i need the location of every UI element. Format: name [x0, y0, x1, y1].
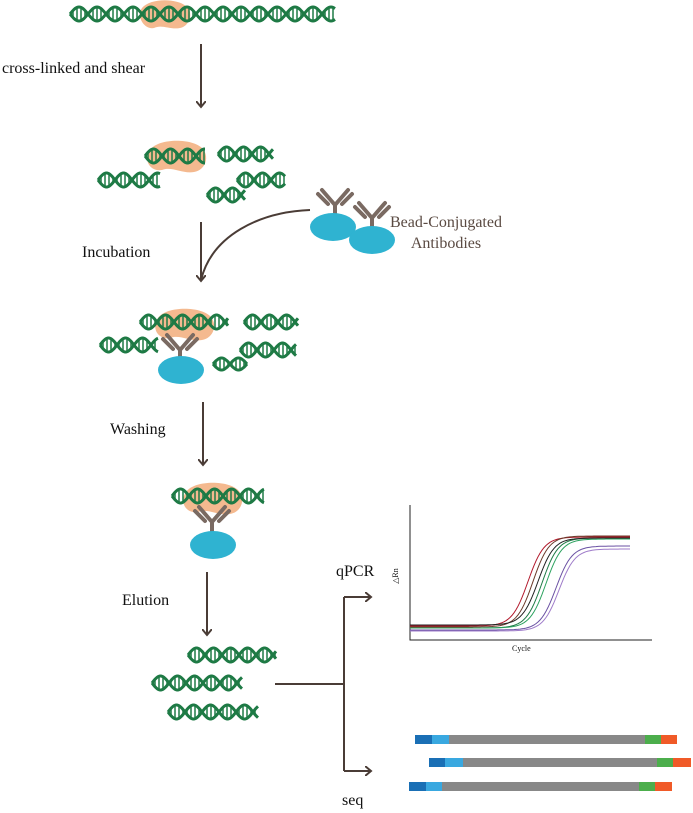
bead-icon	[158, 356, 204, 384]
read-segment	[463, 758, 657, 767]
amplification-curve	[410, 545, 630, 631]
read-segment	[429, 758, 445, 767]
antibody-icon	[316, 188, 391, 231]
bead-antibodies-group	[310, 188, 395, 254]
read-segment	[445, 758, 463, 767]
read-segment	[645, 735, 661, 744]
bead-icon	[190, 531, 236, 559]
read-segment	[639, 782, 655, 791]
bead-icon	[349, 226, 395, 254]
dna-strand	[96, 171, 161, 189]
dna-strand	[186, 646, 278, 664]
read-segment	[657, 758, 673, 767]
washed-complex-group	[170, 482, 265, 559]
dna-helix-icon	[238, 341, 298, 359]
plot-xlabel: Cycle	[512, 644, 531, 653]
dna-helix-icon	[235, 171, 287, 189]
amplification-curve	[410, 536, 630, 627]
dna-strand	[150, 674, 244, 692]
read-segment	[442, 782, 639, 791]
dna-strand	[138, 313, 230, 331]
read-segment	[426, 782, 442, 791]
dna-strand	[216, 145, 275, 163]
dna-helix-icon	[166, 703, 260, 721]
amplification-curve	[410, 535, 630, 628]
read-segment	[415, 735, 432, 744]
dna-strand	[216, 145, 275, 163]
dna-strand	[238, 341, 298, 359]
dna-strand	[150, 674, 244, 692]
amplification-curve	[410, 548, 630, 632]
dna-helix-icon	[216, 145, 275, 163]
dna-strand	[166, 703, 260, 721]
arrow-icon	[200, 209, 311, 281]
dna-strand	[68, 5, 336, 23]
read-segment	[655, 782, 672, 791]
dna-helix-icon	[68, 5, 336, 23]
dna-helix-icon	[143, 147, 205, 165]
antibody-label-line-1: Bead-Conjugated	[390, 214, 502, 231]
read-segment	[409, 782, 426, 791]
branch-arrows	[275, 597, 370, 771]
eluted-dna-group	[150, 646, 278, 721]
dna-strand	[170, 487, 265, 505]
read-segment	[661, 735, 677, 744]
step-label-elution: Elution	[122, 592, 170, 609]
branch-label-qpcr: qPCR	[336, 563, 375, 580]
dna-strand	[98, 336, 159, 354]
dna-helix-icon	[96, 171, 161, 189]
dna-helix-icon	[186, 646, 278, 664]
amplification-curve	[410, 537, 630, 629]
dna-strand	[242, 313, 300, 331]
read-segment	[449, 735, 645, 744]
step-label-incubation: Incubation	[82, 244, 151, 261]
dna-strand	[235, 171, 287, 189]
dna-strand	[143, 147, 205, 165]
dna-strand	[166, 703, 260, 721]
dna-strand	[205, 186, 247, 204]
chromatin-group	[68, 0, 336, 29]
step-label-washing: Washing	[110, 421, 166, 438]
dna-strand	[138, 313, 230, 331]
dna-strand	[170, 487, 265, 505]
dna-helix-icon	[98, 336, 159, 354]
plot-ylabel: △Rn	[390, 568, 400, 584]
dna-strand	[186, 646, 278, 664]
dna-helix-icon	[138, 313, 230, 331]
sequencing-reads	[409, 735, 691, 791]
dna-strand	[235, 171, 287, 189]
dna-helix-icon	[242, 313, 300, 331]
sheared-fragments-group	[96, 140, 287, 204]
branch-label-seq: seq	[342, 792, 364, 809]
step-label-shear: cross-linked and shear	[2, 60, 146, 77]
antibody-label: Bead-Conjugated Antibodies	[390, 213, 502, 255]
dna-strand	[68, 5, 336, 23]
dna-strand	[143, 147, 205, 165]
dna-helix-icon	[205, 186, 247, 204]
dna-helix-icon	[150, 674, 244, 692]
antibody-icon	[161, 333, 199, 362]
dna-helix-icon	[211, 356, 249, 372]
bead-icon	[310, 213, 356, 241]
dna-strand	[242, 313, 300, 331]
amplification-curves	[410, 535, 630, 632]
antibody-icon	[193, 505, 231, 534]
amplification-curve	[410, 537, 630, 626]
dna-strand	[98, 336, 159, 354]
read-segment	[673, 758, 691, 767]
dna-strand	[238, 341, 298, 359]
antibody-label-line-2: Antibodies	[410, 234, 482, 252]
dna-strand	[205, 186, 247, 204]
read-segment	[432, 735, 449, 744]
amplification-curve	[410, 538, 630, 629]
dna-helix-icon	[170, 487, 265, 505]
incubation-complex-group	[98, 308, 300, 384]
plot-axes	[409, 505, 652, 641]
dna-strand	[211, 356, 249, 372]
qpcr-plot	[409, 505, 652, 641]
